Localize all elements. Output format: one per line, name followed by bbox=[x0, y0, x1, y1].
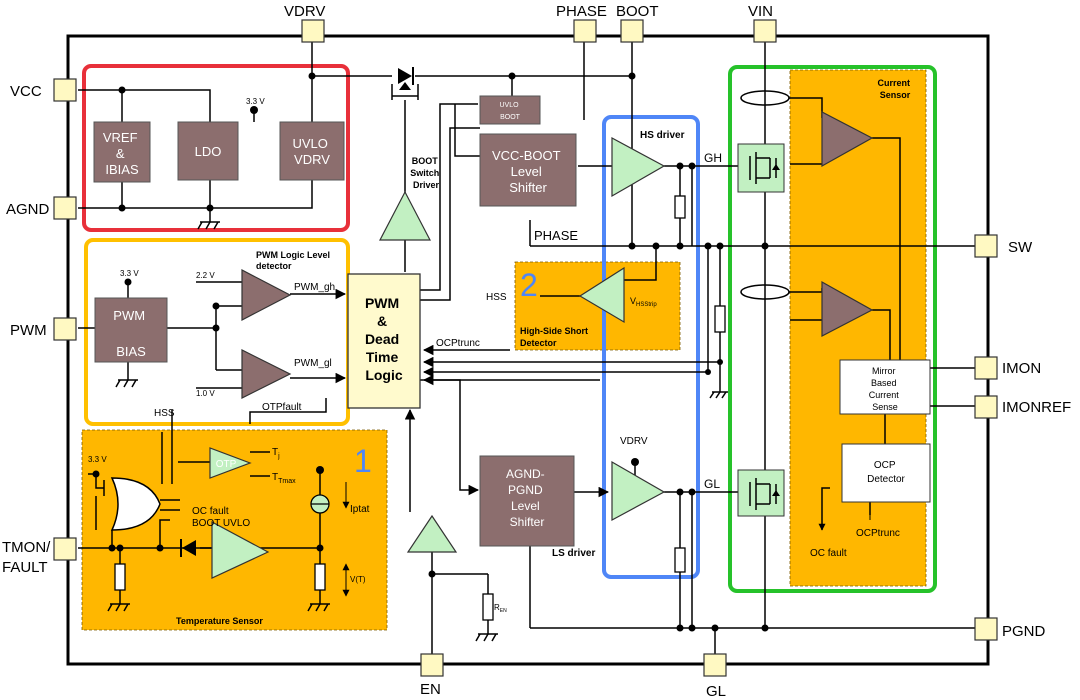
pin-gl: GL bbox=[706, 683, 726, 700]
pin-imonref: IMONREF bbox=[1002, 399, 1071, 416]
v22: 2.2 V bbox=[196, 271, 215, 280]
otpfault: OTPfault bbox=[262, 402, 302, 413]
ren-label: REN bbox=[494, 603, 507, 614]
hss-left: HSS bbox=[486, 292, 507, 303]
v33-pwm: 3.3 V bbox=[120, 269, 139, 278]
pwm-gh: PWM_gh bbox=[294, 282, 335, 293]
otp-label: OTP bbox=[216, 459, 237, 470]
pin-vcc: VCC bbox=[10, 83, 42, 100]
or-gate bbox=[110, 477, 161, 531]
hss-temp: HSS bbox=[154, 408, 175, 419]
boot-switch-driver: BOOT Switch Driver bbox=[410, 156, 442, 190]
pin-vdrv: VDRV bbox=[284, 3, 325, 20]
vcc-boot-label: VCC-BOOT Level Shifter bbox=[492, 148, 564, 195]
gray-blocks bbox=[93, 95, 577, 547]
pwm-logic-label: PWM & Dead Time Logic bbox=[365, 295, 403, 383]
pin-phase: PHASE bbox=[556, 3, 607, 20]
mirror-block bbox=[839, 359, 931, 415]
ocptrunc-in: OCPtrunc bbox=[436, 338, 480, 349]
hs-driver-label: HS driver bbox=[640, 130, 685, 141]
iptat: Iptat bbox=[350, 504, 370, 515]
uvlo-vdrv-label: UVLO VDRV bbox=[292, 136, 331, 167]
boot-uvlo: BOOT UVLO bbox=[192, 518, 250, 529]
junction-dots bbox=[92, 72, 769, 632]
gh-label: GH bbox=[704, 151, 722, 165]
pwm-logic-detector: PWM Logic Level detector bbox=[256, 250, 333, 271]
pwm-logic-block bbox=[347, 273, 421, 409]
phase-int-label: PHASE bbox=[534, 228, 578, 243]
vref-label: VREF & IBIAS bbox=[103, 130, 141, 177]
hs-short-detector-label: High-Side Short Detector bbox=[520, 326, 591, 348]
resistors bbox=[114, 195, 726, 621]
v10: 1.0 V bbox=[196, 389, 215, 398]
pin-fault: FAULT bbox=[2, 559, 48, 576]
ttmax-label: TTmax bbox=[272, 472, 296, 485]
marker-1: 1 bbox=[354, 443, 372, 479]
pin-boxes bbox=[53, 19, 998, 677]
mosfets bbox=[737, 143, 785, 517]
pin-en: EN bbox=[420, 681, 441, 698]
marker-2: 2 bbox=[520, 267, 538, 303]
tj-label: Tj bbox=[272, 447, 280, 460]
ocp-block bbox=[841, 443, 931, 503]
current-sensor-area bbox=[789, 69, 927, 587]
pin-tmon: TMON/ bbox=[2, 539, 51, 556]
oc-fault-in: OC fault bbox=[192, 506, 229, 517]
current-sensor-label: Current Sensor bbox=[877, 78, 912, 100]
temp-diode bbox=[180, 539, 196, 557]
agnd-pgnd-label: AGND- PGND Level Shifter bbox=[506, 467, 548, 529]
vhsstrip-label: VHSStrip bbox=[630, 296, 657, 308]
ground-symbols bbox=[107, 221, 728, 642]
pin-vin: VIN bbox=[748, 3, 773, 20]
driver-frame bbox=[602, 115, 700, 579]
gl-int-label: GL bbox=[704, 477, 720, 491]
ls-driver-label: LS driver bbox=[552, 548, 595, 559]
pin-pwm: PWM bbox=[10, 322, 47, 339]
wiring bbox=[78, 32, 988, 656]
pin-sw: SW bbox=[1008, 239, 1033, 256]
amplifiers bbox=[209, 111, 874, 579]
uvlo-boot-label: UVLO BOOT bbox=[499, 102, 520, 121]
oc-fault-out: OC fault bbox=[810, 548, 847, 559]
pin-agnd: AGND bbox=[6, 201, 50, 218]
temp-sensor-label: Temperature Sensor bbox=[176, 616, 263, 626]
ocptrunc-out: OCPtrunc bbox=[856, 528, 900, 539]
power-supply-frame bbox=[82, 64, 350, 232]
vdrv-int-label: VDRV bbox=[620, 436, 648, 447]
power-stage-frame bbox=[728, 65, 937, 593]
v33-temp: 3.3 V bbox=[88, 455, 107, 464]
current-source bbox=[310, 494, 330, 514]
pin-boot: BOOT bbox=[616, 3, 659, 20]
ocp-label: OCP Detector bbox=[867, 460, 905, 485]
pin-pgnd: PGND bbox=[1002, 623, 1046, 640]
pwm-gl: PWM_gl bbox=[294, 358, 332, 369]
pwm-bias-label: PWM BIAS bbox=[113, 308, 148, 359]
v33-ldo: 3.3 V bbox=[246, 97, 265, 106]
vt-label: V(T) bbox=[350, 575, 366, 584]
ldo-label: LDO bbox=[195, 144, 222, 159]
boot-switch-diode bbox=[391, 67, 419, 100]
pin-imon: IMON bbox=[1002, 360, 1041, 377]
mirror-label: Mirror Based Current Sense bbox=[869, 366, 902, 412]
